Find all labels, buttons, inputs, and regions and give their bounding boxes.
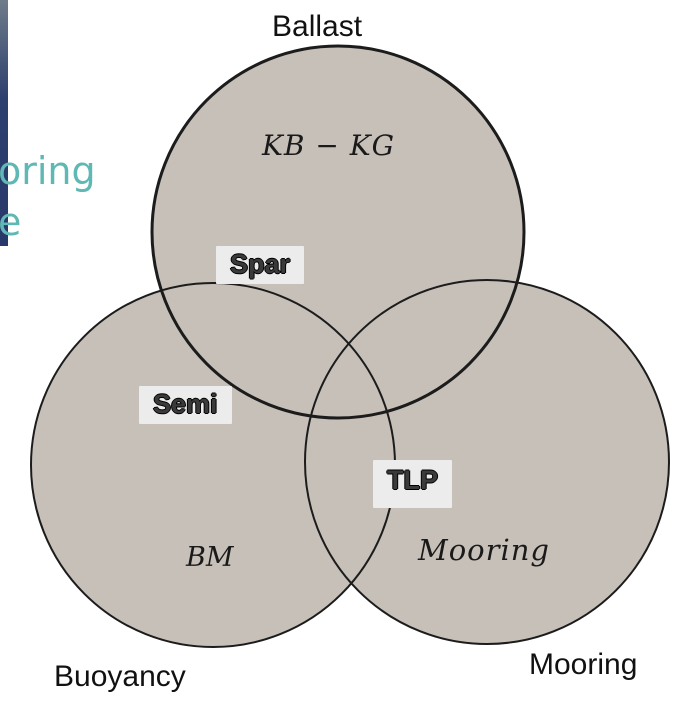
semi-region-tag: Semi <box>139 386 232 424</box>
tlp-region-tag: TLP <box>373 460 452 508</box>
buoyancy-circle-fill <box>31 283 395 647</box>
mooring-circle-fill <box>305 280 669 644</box>
ballast-circle <box>150 44 526 420</box>
mooring-label: Mooring <box>529 648 638 681</box>
background-slide-strip <box>0 0 8 246</box>
buoyancy-label: Buoyancy <box>54 660 186 693</box>
ballast-label: Ballast <box>272 10 363 43</box>
ballast-formula: KB − KG <box>262 129 396 162</box>
buoyancy-formula: BM <box>186 542 234 573</box>
spar-region-tag: Spar <box>216 246 305 284</box>
mooring-formula: Mooring <box>418 533 550 567</box>
mooring-circle <box>304 279 670 645</box>
background-text-fragment: e <box>0 200 22 244</box>
background-text-fragment: oring <box>0 149 96 193</box>
